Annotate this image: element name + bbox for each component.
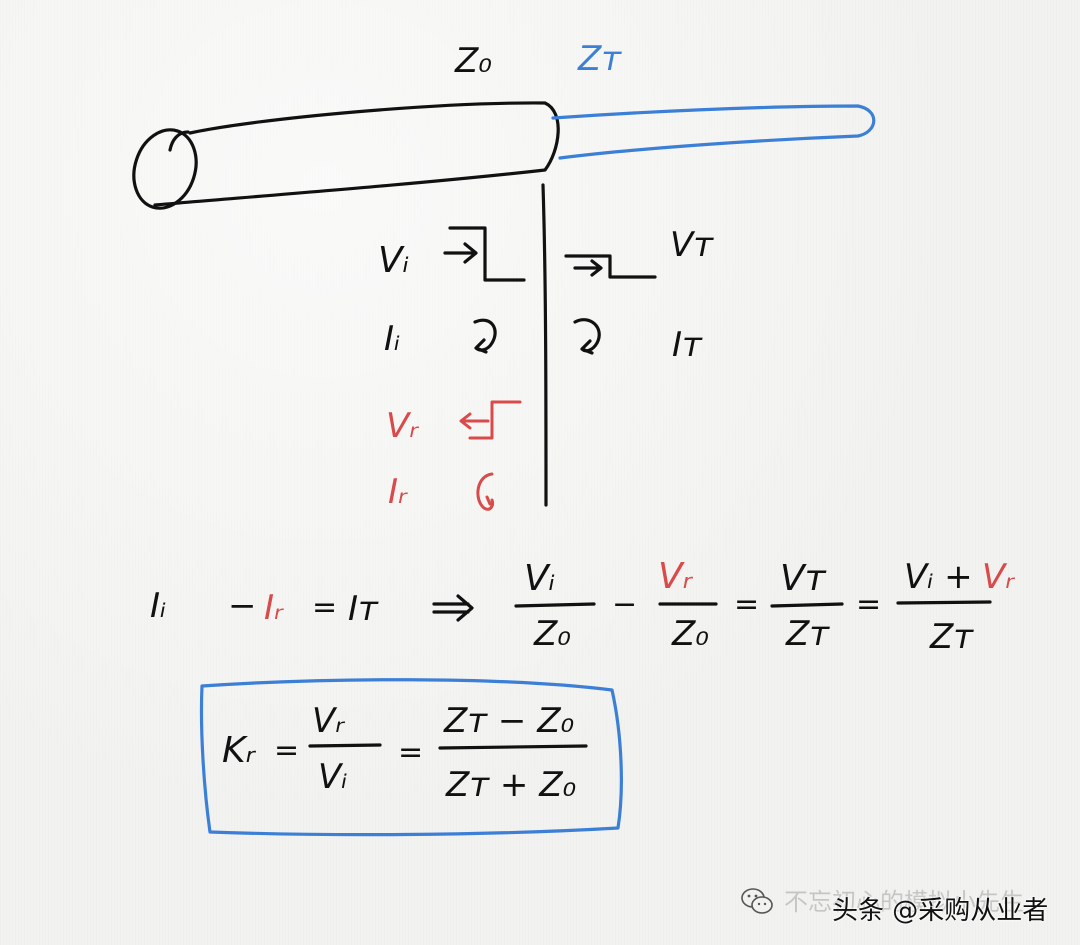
cable-end-ellipse: [132, 128, 198, 210]
wechat-logo-icon: [741, 888, 773, 914]
watermark: 不忘初心的模拟小先生 头条 @采购从业者: [740, 880, 1070, 930]
eq1-equals2: =: [734, 587, 759, 622]
eq1-it: Iᴛ: [348, 589, 379, 629]
label-zt: Zᴛ: [577, 39, 622, 79]
label-vi: Vᵢ: [378, 240, 409, 281]
watermark-main-text: 头条 @采购从业者: [832, 896, 1049, 926]
label-vr: Vᵣ: [386, 406, 419, 446]
eq1-f1-num: Vᵢ: [524, 558, 555, 599]
eq2-equals2: =: [398, 735, 423, 770]
implies-arrow: [432, 594, 474, 622]
kr-formula-box: [199, 678, 623, 837]
eq1-minus2: −: [612, 587, 637, 622]
eq2-f2-num: Zᴛ − Z₀: [443, 701, 574, 741]
kr-frac2-bar: [438, 744, 588, 750]
watermark-faint-text: 不忘初心的模拟小先生: [784, 888, 1024, 916]
ii-loop-icon: [473, 318, 497, 354]
vi-arrow-icon: [443, 242, 478, 264]
eq1-f2-den: Z₀: [671, 614, 709, 654]
vt-arrow-icon: [573, 259, 603, 277]
eq1-f4-den: Zᴛ: [929, 617, 974, 657]
vr-step-icon: [468, 400, 522, 440]
vi-step-icon: [448, 226, 526, 282]
eq1-f3-den: Zᴛ: [785, 614, 830, 654]
vt-step-icon: [564, 254, 657, 279]
label-vt: Vᴛ: [670, 225, 714, 265]
eq2-f1-num: Vᵣ: [312, 701, 345, 741]
eq1-ir: Iᵣ: [264, 588, 284, 628]
label-it: Iᴛ: [672, 325, 703, 365]
eq1-ii: Iᵢ: [150, 586, 166, 626]
vr-arrow-icon: [459, 412, 490, 430]
cable-zt: [551, 104, 876, 160]
frac1-bar: [514, 602, 596, 608]
eq1-f2-num: Vᵣ: [658, 556, 694, 597]
frac4-bar: [896, 600, 992, 605]
eq1-f3-num: Vᴛ: [780, 558, 827, 599]
kr-frac1-bar: [308, 743, 382, 748]
frac3-bar: [770, 602, 844, 608]
label-z0: Z₀: [454, 41, 492, 81]
eq1-f1-den: Z₀: [533, 614, 571, 654]
cable-end-detail: [168, 130, 190, 152]
label-ir: Iᵣ: [388, 472, 408, 512]
label-ii: Iᵢ: [384, 319, 400, 359]
eq1-equals3: =: [856, 587, 881, 622]
eq1-equals: =: [312, 590, 337, 625]
it-loop-icon: [573, 318, 601, 355]
eq2-f1-den: Vᵢ: [318, 757, 347, 797]
eq1-f4-num-b: Vᵣ: [982, 557, 1015, 597]
ir-loop-icon: [476, 472, 494, 511]
eq1-f4-num-a: Vᵢ +: [904, 557, 973, 597]
eq2-equals1: =: [274, 733, 299, 768]
eq2-kr: Kᵣ: [222, 730, 257, 771]
eq2-f2-den: Zᴛ + Z₀: [445, 765, 576, 805]
boundary-line: [541, 183, 548, 507]
eq1-minus: −: [228, 586, 257, 626]
cable-z0: [153, 101, 560, 207]
